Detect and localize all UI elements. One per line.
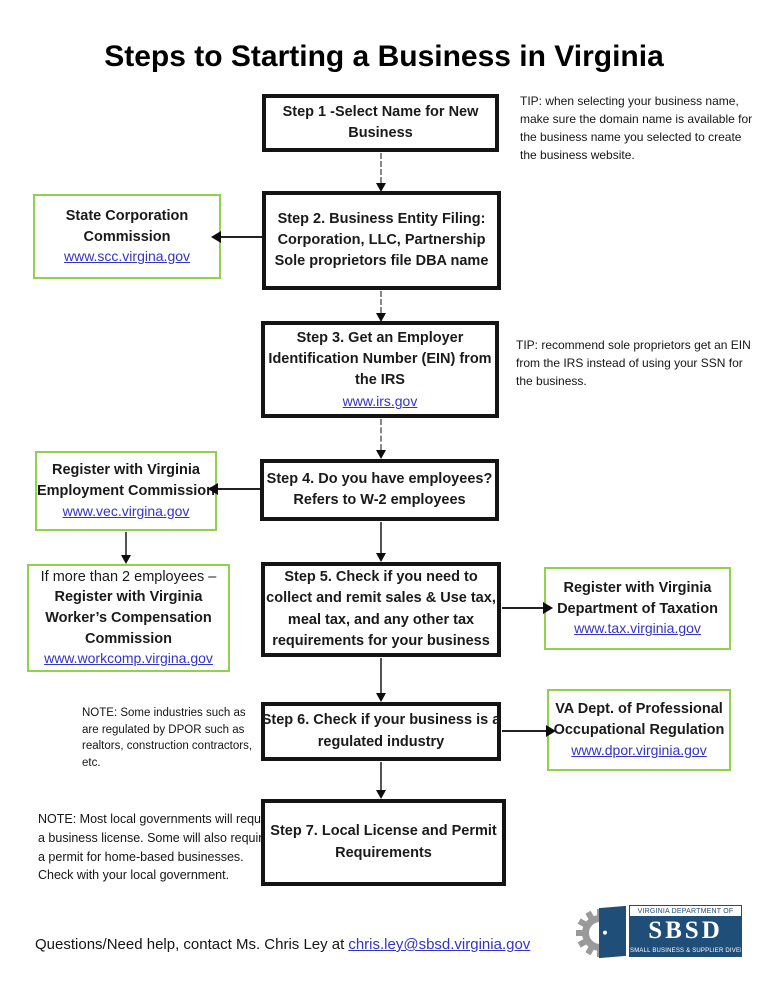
contact-email-link[interactable]: chris.ley@sbsd.virginia.gov [348,936,531,953]
note-dpor: NOTE: Some industries such as are regula… [82,707,253,770]
step-5-line: collect and remit sales & Use tax, [266,590,496,607]
door-icon [599,905,626,959]
sbsd-logo-text: VIRGINIA DEPARTMENT OF SBSD SMALL BUSINE… [629,905,742,957]
step-5-box: Step 5. Check if you need to collect and… [261,562,501,657]
door-knob [603,930,607,935]
step-3-line: Step 3. Get an Employer [296,329,464,346]
step-3-box: Step 3. Get an Employer Identification N… [261,321,499,418]
arrow-step5-to-taxation [502,601,553,614]
scc-line: State Corporation [65,207,189,224]
sbsd-logo: VIRGINIA DEPARTMENT OF SBSD SMALL BUSINE… [576,902,742,964]
taxation-line: Department of Taxation [557,600,718,617]
contact-text: Questions/Need help, contact Ms. Chris L… [35,936,345,953]
step-6-line: regulated industry [317,733,445,750]
arrow-step5-to-step6 [375,658,386,702]
logo-department-label: VIRGINIA DEPARTMENT OF [630,906,741,916]
dpor-line: Occupational Regulation [553,722,725,739]
step-3-line: the IRS [355,371,405,388]
vec-line: Register with Virginia [52,462,200,479]
arrow-vec-to-workers [120,532,131,564]
step-3-line: Identification Number (EIN) from [268,350,492,367]
dpor-line: VA Dept. of Professional [555,701,723,718]
scc-line: Commission [83,228,171,245]
taxation-link[interactable]: www.tax.virginia.gov [574,620,701,637]
taxation-line: Register with Virginia [563,579,712,596]
step-1-line: Step 1 -Select Name for New [282,103,479,120]
step-2-box: Step 2. Business Entity Filing: Corporat… [262,191,501,290]
step-6-box: Step 6. Check if your business is a regu… [261,702,501,761]
scc-link[interactable]: www.scc.virgina.gov [63,248,191,265]
arrow-step4-to-vec [208,482,260,495]
step-2-line: Corporation, LLC, Partnership [277,231,486,248]
step-5-line: meal tax, and any other tax [287,611,475,628]
workers-comp-intro: If more than 2 employees – [40,568,217,585]
step-2-line: Sole proprietors file DBA name [274,253,489,269]
workers-comp-line: Commission [84,630,172,647]
arrow-step1-to-step2 [375,153,386,192]
page-title: Steps to Starting a Business in Virginia [104,40,664,73]
arrow-step3-to-step4 [375,419,386,459]
step-7-line: Requirements [335,844,432,861]
taxation-box: Register with Virginia Department of Tax… [544,567,731,650]
step-4-line: Refers to W-2 employees [293,492,466,508]
step-6-line: Step 6. Check if your business is a [261,712,501,729]
workers-comp-line: Register with Virginia [54,589,203,606]
arrow-step2-to-scc [211,230,262,243]
logo-acronym: SBSD [648,917,723,944]
step-7-line: Step 7. Local License and Permit [270,823,497,840]
step-5-line: requirements for your business [272,632,490,649]
dpor-box: VA Dept. of Professional Occupational Re… [547,689,731,771]
step-7-box: Step 7. Local License and Permit Require… [261,799,506,886]
arrow-step6-to-dpor [502,724,556,737]
step-1-line: Business [348,125,413,141]
workers-comp-link[interactable]: www.workcomp.virgina.gov [44,650,213,667]
arrow-step6-to-step7 [375,762,386,799]
step-4-line: Step 4. Do you have employees? [266,470,493,487]
scc-box: State Corporation Commission www.scc.vir… [33,194,221,279]
workers-comp-line: Worker’s Compensation [45,610,212,627]
arrow-step4-to-step5 [375,522,386,562]
logo-tagline: SMALL BUSINESS & SUPPLIER DIVERSITY [630,948,741,954]
vec-link[interactable]: www.vec.virgina.gov [62,502,190,519]
step-4-box: Step 4. Do you have employees? Refers to… [260,459,499,521]
tip-domain-name: TIP: when selecting your business name, … [520,94,753,162]
note-local-license: NOTE: Most local governments will requir… [38,812,275,883]
vec-line: Employment Commission [36,483,216,500]
step-1-box: Step 1 -Select Name for New Business [262,94,499,152]
vec-box: Register with Virginia Employment Commis… [35,451,217,531]
step-5-line: Step 5. Check if you need to [284,569,478,586]
workers-comp-box: If more than 2 employees – Register with… [27,564,230,672]
contact-line: Questions/Need help, contact Ms. Chris L… [35,936,530,953]
tip-ein: TIP: recommend sole proprietors get an E… [516,338,751,388]
arrow-step2-to-step3 [375,291,386,322]
dpor-link[interactable]: www.dpor.virginia.gov [571,741,707,758]
step-2-line: Step 2. Business Entity Filing: [277,210,486,227]
irs-link[interactable]: www.irs.gov [342,392,418,409]
